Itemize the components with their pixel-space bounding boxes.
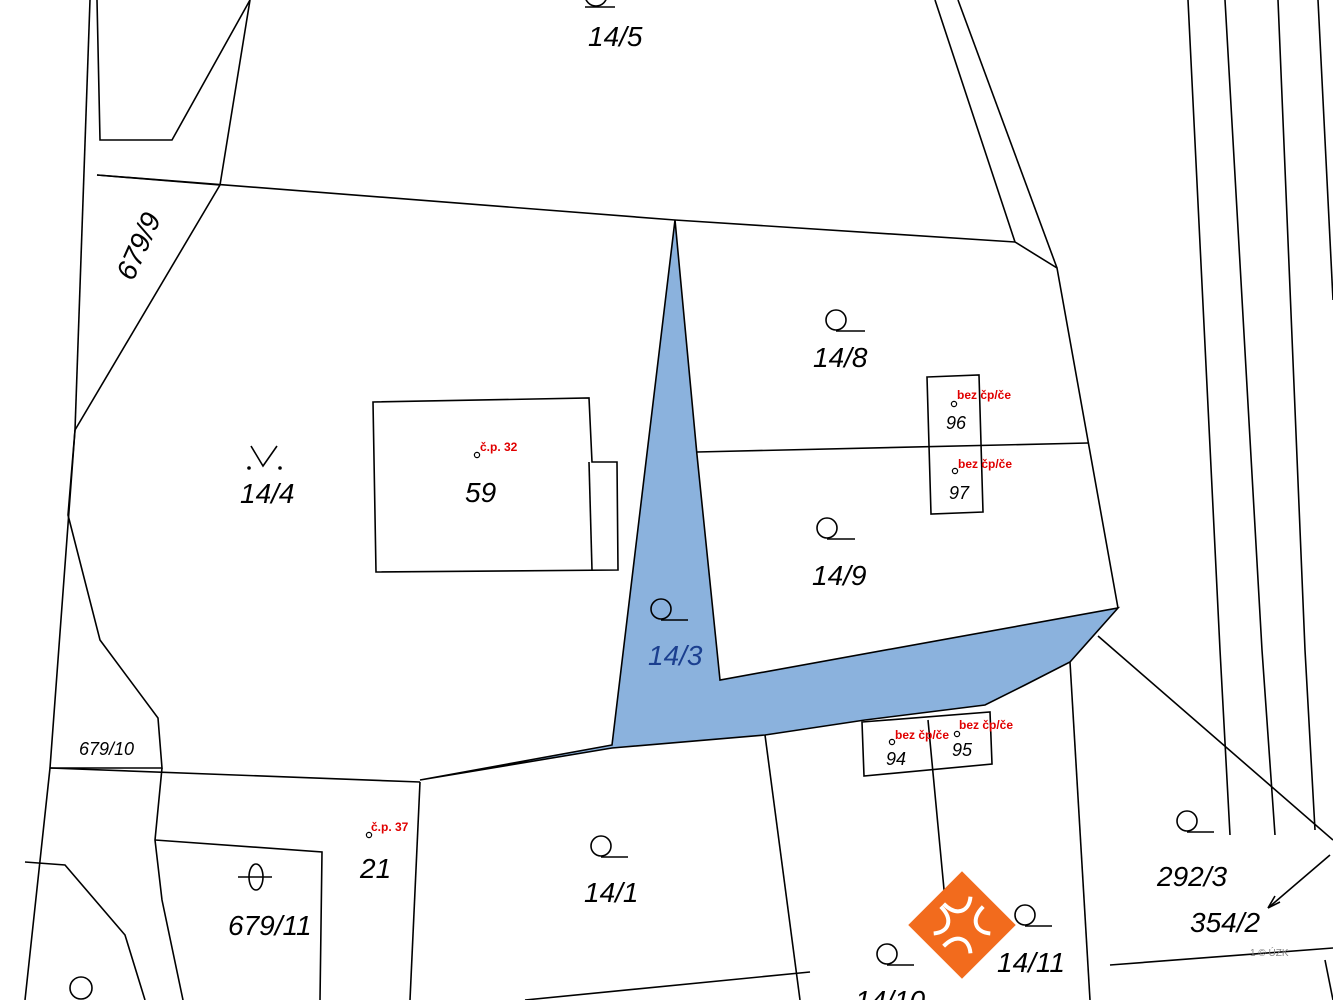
building-note-cp32: č.p. 32 bbox=[480, 440, 518, 454]
garden-symbol-icon bbox=[585, 0, 615, 8]
garden-symbol-icon bbox=[590, 835, 628, 858]
parcel-label-354-2: 354/2 bbox=[1190, 907, 1260, 938]
garden-symbol-icon bbox=[69, 976, 93, 1000]
building-note-96: bez čp/če bbox=[957, 388, 1011, 402]
parcel-label-14-1: 14/1 bbox=[584, 877, 639, 908]
parcel-14-3-highlight[interactable] bbox=[419, 219, 1121, 781]
meadow-symbol-icon bbox=[247, 445, 282, 470]
parcel-label-292-3: 292/3 bbox=[1156, 861, 1227, 892]
parcel-label-679-10: 679/10 bbox=[79, 739, 134, 759]
building-markers bbox=[365, 400, 961, 839]
parcel-label-14-3: 14/3 bbox=[648, 640, 703, 671]
building-note-95: bez čp/če bbox=[959, 718, 1013, 732]
parcel-label-14-9: 14/9 bbox=[812, 560, 867, 591]
copyright-watermark: 1 © ÚZK bbox=[1250, 946, 1289, 959]
building-note-cp37: č.p. 37 bbox=[371, 820, 409, 834]
building-note-94: bez čp/če bbox=[895, 728, 949, 742]
parcel-label-96: 96 bbox=[946, 413, 967, 433]
brand-logo bbox=[908, 871, 1016, 979]
parcel-label-97: 97 bbox=[949, 483, 970, 503]
parcel-label-21: 21 bbox=[359, 853, 391, 884]
parcel-label-59: 59 bbox=[465, 477, 496, 508]
parcel-label-14-4: 14/4 bbox=[240, 478, 295, 509]
garden-symbol-icon bbox=[816, 517, 855, 540]
parcel-label-14-8: 14/8 bbox=[813, 342, 868, 373]
parcel-label-95: 95 bbox=[952, 740, 973, 760]
parcel-label-14-11: 14/11 bbox=[997, 947, 1065, 978]
parcel-label-14-10: 14/10 bbox=[855, 985, 925, 1000]
road-symbol-icon bbox=[238, 863, 272, 891]
parcel-label-679-11: 679/11 bbox=[228, 910, 312, 941]
garden-symbol-icon bbox=[1176, 810, 1214, 833]
parcel-label-679-9: 679/9 bbox=[110, 208, 167, 285]
garden-symbol-icon bbox=[650, 598, 688, 621]
building-note-97: bez čp/če bbox=[958, 457, 1012, 471]
garden-symbol-icon bbox=[1014, 904, 1052, 927]
garden-symbol-icon bbox=[825, 309, 865, 332]
parcel-boundaries bbox=[24, 0, 1333, 1000]
parcel-label-14-5: 14/5 bbox=[588, 21, 643, 52]
garden-symbol-icon bbox=[876, 943, 914, 966]
parcel-label-94: 94 bbox=[886, 749, 906, 769]
